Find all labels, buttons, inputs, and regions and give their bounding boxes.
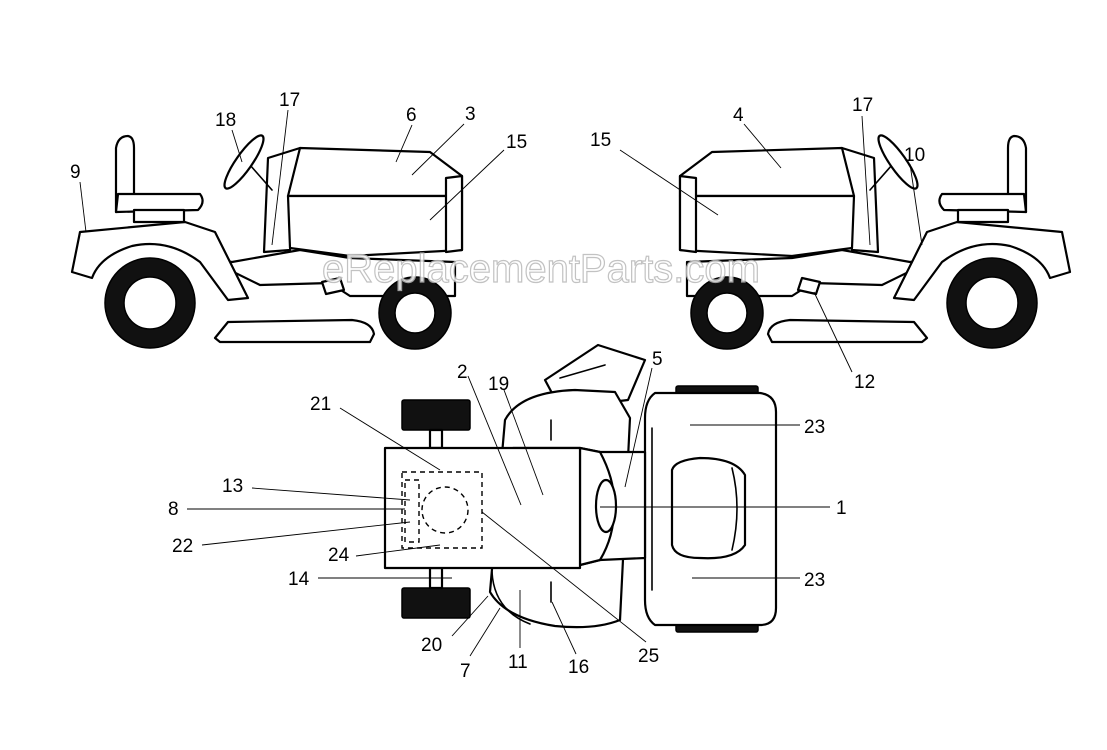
leader-20 — [451, 595, 489, 637]
right-hood-side — [678, 194, 856, 258]
left-rear-hub — [123, 276, 177, 330]
callout-17-left: 17 — [279, 90, 300, 111]
callout-20: 20 — [421, 635, 442, 656]
top-front-tire-lower — [401, 587, 471, 619]
callout-18: 18 — [215, 110, 236, 131]
callout-13: 13 — [222, 476, 243, 497]
leader-17-right — [861, 115, 871, 246]
leader-7 — [469, 607, 501, 657]
leader-12 — [813, 291, 853, 373]
leader-19 — [503, 389, 544, 496]
callout-2: 2 — [457, 362, 468, 383]
left-hood-top — [286, 146, 464, 198]
left-pedal — [320, 276, 346, 296]
right-steering-wheel — [877, 134, 919, 190]
leader-6 — [395, 124, 413, 163]
callout-5: 5 — [652, 349, 663, 370]
callout-22: 22 — [172, 536, 193, 557]
leader-3 — [411, 123, 465, 176]
leader-9 — [79, 181, 87, 233]
top-front-axle-upper — [428, 428, 444, 450]
left-rear-fender — [70, 220, 250, 302]
callout-14: 14 — [288, 569, 310, 590]
callout-3: 3 — [465, 104, 476, 125]
callout-labels: 9 18 17 6 3 15 15 4 17 10 12 2 19 5 21 1… — [70, 90, 925, 682]
callout-23-bottom: 23 — [804, 570, 825, 591]
left-seat-cushion — [114, 192, 204, 214]
leader-4 — [743, 123, 782, 169]
watermark-text: eReplacementParts.com — [322, 247, 760, 291]
top-front-tire-upper — [401, 399, 471, 431]
leader-22 — [201, 521, 411, 546]
right-front-hub — [706, 292, 748, 334]
callout-6: 6 — [406, 105, 417, 126]
callout-17-right: 17 — [852, 95, 873, 116]
leader-13 — [251, 487, 411, 501]
right-rear-fender — [892, 220, 1072, 302]
right-hood-top — [678, 146, 856, 198]
left-steering-column — [249, 164, 273, 191]
leader-15-left — [429, 149, 505, 221]
leader-16 — [551, 601, 577, 655]
leader-18 — [231, 129, 243, 163]
callout-23-top: 23 — [804, 417, 825, 438]
callout-7: 7 — [460, 661, 471, 682]
leader-25 — [481, 511, 647, 643]
callout-1: 1 — [836, 498, 847, 519]
leader-21 — [339, 407, 441, 471]
top-hood-decal-box — [401, 471, 483, 549]
callout-8: 8 — [168, 499, 179, 520]
leader-5 — [624, 367, 653, 488]
left-mower-deck — [213, 318, 376, 344]
right-pedal — [796, 276, 822, 296]
callout-21: 21 — [310, 394, 331, 415]
tractor-top-view — [383, 343, 778, 633]
left-steering-wheel — [223, 134, 265, 190]
top-hood-decal-strip — [404, 479, 420, 543]
callout-11: 11 — [508, 652, 528, 673]
top-steering-wheel — [594, 478, 618, 534]
callout-24: 24 — [328, 545, 350, 566]
top-seat — [670, 456, 747, 560]
callout-12: 12 — [854, 372, 875, 393]
callout-15-right: 15 — [590, 130, 611, 151]
right-rear-hub — [965, 276, 1019, 330]
leader-lines — [79, 109, 923, 657]
leader-24 — [355, 544, 441, 557]
callout-9: 9 — [70, 162, 81, 183]
right-grille — [678, 174, 698, 254]
callout-16: 16 — [568, 657, 589, 678]
left-front-hub — [394, 292, 436, 334]
right-seat-cushion — [938, 192, 1028, 214]
top-hood — [383, 446, 582, 570]
left-hood-side — [286, 194, 464, 258]
top-seat-back-line — [731, 467, 738, 551]
callout-10: 10 — [904, 145, 925, 166]
top-hood-decal-circle — [421, 486, 469, 534]
left-grille — [444, 174, 464, 254]
callout-15-left: 15 — [506, 132, 527, 153]
top-deck-front-curve — [491, 571, 531, 625]
callout-4: 4 — [733, 105, 744, 126]
callout-25: 25 — [638, 646, 659, 667]
callout-19: 19 — [488, 374, 509, 395]
top-chute-edge — [559, 364, 606, 379]
leader-2 — [467, 375, 522, 506]
leader-10 — [909, 163, 923, 246]
leader-15-right — [619, 149, 719, 216]
tractor-left-side-view — [70, 134, 464, 350]
tractor-right-side-view — [678, 134, 1072, 350]
leader-17-left — [271, 109, 289, 246]
right-seat-base — [956, 208, 1010, 224]
left-seat-base — [132, 208, 186, 224]
right-steering-column — [869, 164, 893, 191]
right-mower-deck — [766, 318, 929, 344]
